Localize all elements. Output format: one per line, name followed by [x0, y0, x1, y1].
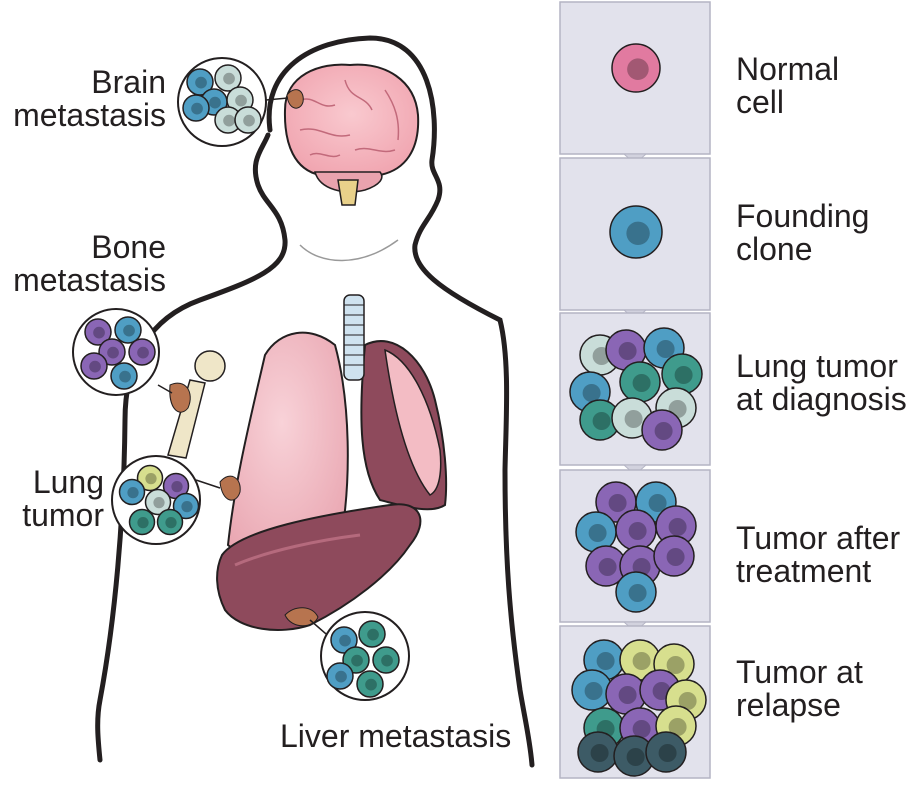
diagnosis-tumor-cell [661, 353, 703, 395]
lung-callout-line [195, 479, 221, 489]
lung-tumor-label: Lung tumor [22, 464, 104, 533]
liver-metastasis-cell [356, 670, 384, 698]
left-lung-front [384, 348, 442, 496]
stage-label-normal-cell: Normal cell [736, 51, 840, 120]
brain-metastasis-cell [214, 64, 242, 92]
brain-metastasis-label: Brain metastasis [13, 64, 166, 133]
relapse-tumor-cell [619, 639, 661, 681]
liver-lesion [284, 607, 319, 627]
lung-tumor-cell [128, 508, 156, 536]
liver-metastasis-cell [372, 646, 400, 674]
bone-metastasis-cell [110, 362, 138, 390]
trachea [343, 294, 365, 381]
bone-metastasis-label: Bone metastasis [13, 229, 166, 298]
lung-tumor-cell [172, 492, 200, 520]
liver-highlight [234, 533, 361, 567]
treated-tumor-cell [575, 511, 617, 553]
brain-metastasis-cell [234, 106, 262, 134]
diagnosis-tumor-cell [619, 361, 661, 403]
liver-metastasis-label: Liver metastasis [280, 718, 512, 754]
stage-label-founding-clone: Founding clone [736, 198, 870, 267]
lung-tumor-cell [162, 472, 190, 500]
brain-metastasis-cell [182, 94, 210, 122]
neck-line [299, 239, 399, 262]
liver-metastasis-cell [326, 662, 354, 690]
stage-label-tumor-at-relapse: Tumor at relapse [736, 654, 863, 723]
stage-label-tumor-after-treatment: Tumor after treatment [736, 520, 901, 589]
lung-tumor-cell [136, 464, 164, 492]
lung-tumor-cell [144, 488, 172, 516]
bone-callout-line [157, 384, 173, 394]
normal-cell [611, 43, 661, 93]
brain-callout-line [265, 97, 289, 101]
relapse-tumor-cell [577, 731, 619, 773]
brain [283, 63, 420, 206]
lung-tumor-cell [156, 508, 184, 536]
bone-metastasis-cell [114, 316, 142, 344]
treated-tumor-cell [653, 535, 695, 577]
relapse-tumor-cell [645, 731, 687, 773]
brain-metastasis-cell [214, 106, 242, 134]
liver [216, 503, 422, 631]
bone-metastasis-cell [128, 338, 156, 366]
bone-metastasis-cell [84, 318, 112, 346]
liver-metastasis-cell [330, 626, 358, 654]
femur [167, 350, 226, 459]
treated-tumor-cell [615, 571, 657, 613]
lung-tumor-cell [118, 478, 146, 506]
bone-metastasis-cell [80, 352, 108, 380]
treated-tumor-cell [615, 509, 657, 551]
body-outline [95, 35, 535, 768]
diagnosis-tumor-cell [641, 409, 683, 451]
liver-metastasis-cell [358, 620, 386, 648]
relapse-tumor-cell [613, 735, 655, 777]
brain-lesion [286, 89, 304, 109]
founding-clone-cell [609, 205, 663, 259]
treated-tumor-cell [655, 505, 697, 547]
stage-label-lung-tumor-diagnosis: Lung tumor at diagnosis [736, 348, 907, 417]
lung-lesion [219, 475, 241, 501]
